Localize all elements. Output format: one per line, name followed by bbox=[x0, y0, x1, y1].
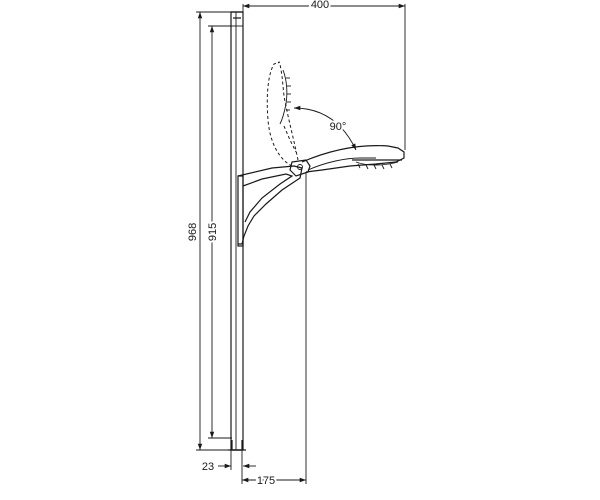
wall-rail bbox=[230, 11, 244, 451]
rail-height-label: 915 bbox=[207, 223, 219, 241]
rail-top-cap bbox=[230, 11, 244, 27]
tilt-angle-label: 90° bbox=[330, 121, 347, 133]
rail-offset-label: 23 bbox=[202, 461, 214, 473]
overall-width-label: 400 bbox=[311, 0, 329, 11]
shower-head-horizontal bbox=[301, 145, 405, 173]
total-height-label: 968 bbox=[187, 223, 199, 241]
shower-head-tilted bbox=[266, 61, 299, 167]
dimension-lines bbox=[197, 3, 405, 483]
projection-label: 175 bbox=[257, 475, 275, 487]
tilt-angle-arc bbox=[293, 105, 357, 151]
slide-bracket bbox=[237, 165, 303, 247]
extension-lines bbox=[196, 4, 406, 484]
